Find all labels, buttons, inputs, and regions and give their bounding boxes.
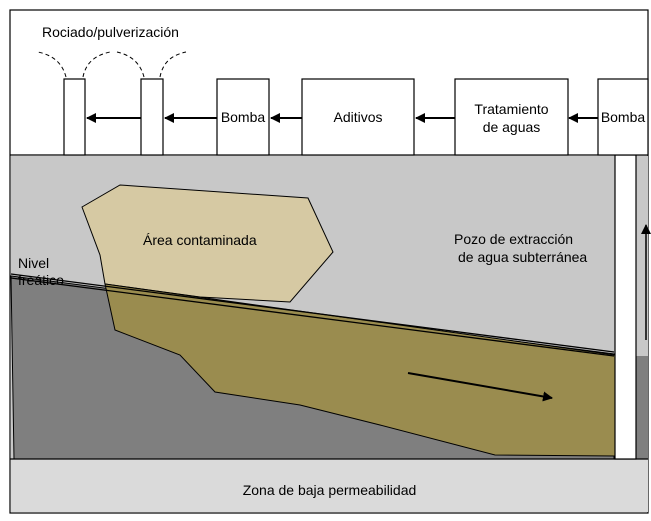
- low-permeability-zone: [11, 459, 648, 512]
- pump-left-label: Bomba: [220, 108, 266, 125]
- water-table-label-line2: freático: [18, 272, 64, 288]
- spray-label: Rociado/pulverización: [42, 24, 179, 40]
- low-permeability-label: Zona de baja permeabilidad: [242, 482, 417, 498]
- pump-right-label: Bomba: [600, 108, 646, 125]
- extraction-well: [614, 154, 637, 460]
- additives-label: Aditivos: [333, 108, 383, 125]
- spray-arc-2b: [159, 51, 187, 78]
- spray-pipe-1: [63, 78, 86, 156]
- saturated-zone-right: [636, 356, 648, 459]
- treatment-box: [454, 78, 569, 156]
- spray-arc-1b: [82, 51, 111, 78]
- spray-pipe-2: [140, 78, 164, 156]
- treatment-label-line1: Tratamiento: [474, 101, 549, 117]
- water-table-label-line1: Nivel: [18, 255, 50, 271]
- contaminated-area-label: Área contaminada: [143, 232, 257, 248]
- well-label-line1: Pozo de extracción: [454, 231, 574, 247]
- water-table-line-lower: [10, 277, 615, 357]
- spray-arc-1a: [37, 51, 67, 78]
- well-label-line2: de agua subterránea: [458, 249, 588, 265]
- additives-box: [301, 78, 415, 156]
- water-table-line: [10, 273, 615, 353]
- treatment-label-line2: de aguas: [482, 119, 541, 135]
- groundwater-flow-arrow: [407, 372, 553, 402]
- pump-box-left: [216, 78, 270, 156]
- spray-arc-2a: [116, 51, 145, 78]
- contaminated-area-unsaturated: [81, 184, 334, 303]
- pump-box-right: [597, 78, 649, 156]
